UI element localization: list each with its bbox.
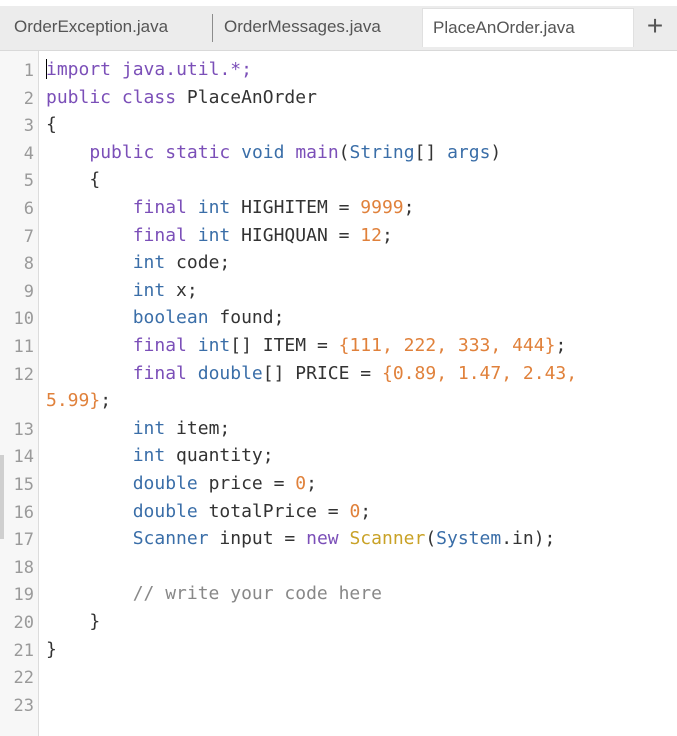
code-line[interactable]: final int[] ITEM = {111, 222, 333, 444}; <box>132 335 567 356</box>
line-number: 4 <box>23 143 34 164</box>
code-line[interactable]: final int HIGHQUAN = 12; <box>132 224 393 246</box>
line-number: 5 <box>23 171 34 192</box>
line-number-gutter <box>0 51 39 736</box>
code-line[interactable]: } <box>46 638 57 660</box>
line-number: 23 <box>13 695 34 716</box>
text-caret <box>46 59 47 79</box>
code-line[interactable]: } <box>46 611 101 632</box>
code-line[interactable]: int code; <box>132 252 231 274</box>
code-line[interactable]: public class PlaceAnOrder <box>46 86 317 108</box>
code-line[interactable]: int x; <box>132 279 198 301</box>
code-line[interactable]: boolean found; <box>132 307 285 329</box>
line-number: 10 <box>13 309 34 330</box>
line-number: 16 <box>13 502 34 523</box>
tab-order-exception[interactable]: OrderException.java <box>14 17 169 36</box>
code-line[interactable]: final double[] PRICE = {0.89, 1.47, 2.43… <box>132 362 578 384</box>
code-line[interactable]: final int HIGHITEM = 9999; <box>132 197 415 218</box>
line-number: 13 <box>13 419 34 440</box>
tab-separator <box>212 14 213 42</box>
line-number: 9 <box>23 281 34 302</box>
code-line[interactable]: import java.util.*; <box>46 59 252 80</box>
line-number: 19 <box>13 585 34 606</box>
line-number: 22 <box>13 668 34 689</box>
code-editor[interactable]: 1 import java.util.*; 2 public class PlaceA… <box>0 51 677 736</box>
code-line[interactable]: int quantity; <box>132 445 274 467</box>
code-line[interactable]: { <box>46 114 57 136</box>
code-line[interactable]: int item; <box>132 417 231 439</box>
line-number: 7 <box>23 226 34 247</box>
line-number: 21 <box>13 640 34 661</box>
code-line[interactable]: double totalPrice = 0; <box>132 500 372 522</box>
code-line[interactable]: // write your code here <box>46 583 382 605</box>
line-number: 14 <box>13 447 34 468</box>
scroll-indicator[interactable] <box>0 455 4 539</box>
add-tab-icon[interactable]: + <box>646 10 664 41</box>
line-number: 20 <box>13 613 34 633</box>
code-line[interactable]: public static void main(String[] args) <box>89 141 502 163</box>
line-number: 18 <box>13 557 34 578</box>
code-line[interactable]: Scanner input = new Scanner(System.in); <box>132 528 556 550</box>
line-number: 1 <box>23 61 34 81</box>
line-number: 12 <box>13 364 34 385</box>
tab-bar: OrderException.java OrderMessages.java P… <box>0 0 677 51</box>
line-number: 11 <box>13 337 34 357</box>
line-number: 6 <box>23 199 34 219</box>
line-number: 3 <box>23 116 34 137</box>
tab-order-messages[interactable]: OrderMessages.java <box>224 17 381 36</box>
code-line[interactable]: { <box>46 169 101 191</box>
tab-place-an-order[interactable]: PlaceAnOrder.java <box>422 8 634 47</box>
code-line[interactable]: double price = 0; <box>132 473 317 494</box>
code-line[interactable]: 5.99}; <box>46 390 112 412</box>
line-number: 2 <box>23 88 34 109</box>
line-number: 15 <box>13 475 34 495</box>
line-number: 8 <box>23 254 34 275</box>
line-number: 17 <box>13 530 34 551</box>
